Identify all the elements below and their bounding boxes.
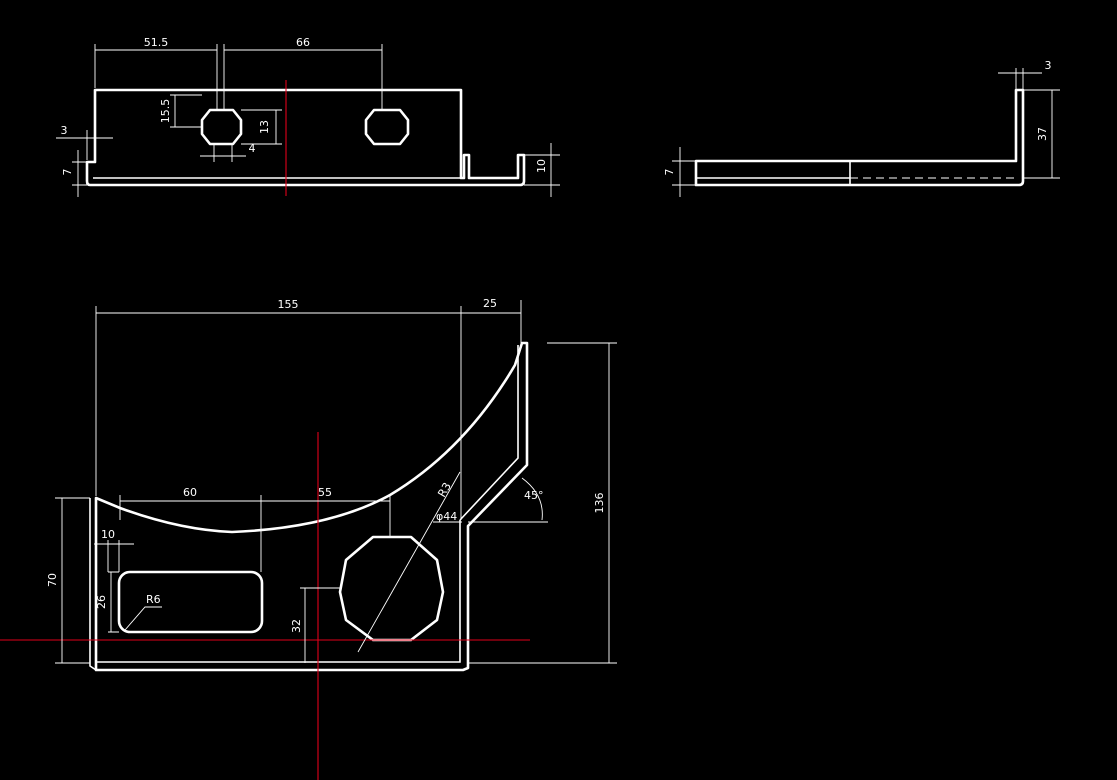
- dim-10-top: 10: [101, 528, 115, 541]
- dim-line-10-front: [524, 143, 560, 197]
- dim-line-37: [1023, 89, 1060, 179]
- dim-26: 26: [95, 595, 108, 609]
- dim-15-5: 15.5: [159, 99, 172, 124]
- top-view-slot: [117, 570, 264, 634]
- dim-line-3-front: [56, 130, 113, 160]
- dim-line-155: [95, 306, 462, 520]
- top-view: 155 25 136 60 55 10 70 26 32 R6 φ44 R3: [0, 297, 617, 780]
- dim-51-5: 51.5: [144, 36, 169, 49]
- front-view-hole-left: [200, 108, 243, 146]
- dim-line-66: [223, 44, 383, 110]
- dim-32: 32: [290, 619, 303, 633]
- dim-line-32: [300, 587, 340, 663]
- dim-10-front: 10: [535, 159, 548, 173]
- top-view-outline: [94, 341, 529, 672]
- dim-60: 60: [183, 486, 197, 499]
- top-view-large-hole: [338, 535, 445, 642]
- dim-line-55: [261, 495, 391, 537]
- dim-line-3-side: [998, 68, 1042, 90]
- top-view-inner-bend-left: [89, 498, 97, 671]
- dim-line-7-front: [72, 150, 87, 197]
- dim-line-51-5: [94, 44, 218, 110]
- dim-45: 45°: [524, 489, 544, 502]
- dim-line-70: [55, 497, 90, 664]
- front-view: 51.5 66 15.5 13 4 3 7 10: [56, 36, 560, 197]
- top-view-inner-bend-bottom: [96, 520, 461, 663]
- dim-line-13: [241, 109, 282, 145]
- dim-line-60: [119, 495, 262, 572]
- dim-line-10-top: [94, 540, 134, 572]
- dim-r6: R6: [146, 593, 161, 606]
- front-view-outline: [85, 88, 526, 187]
- dim-155: 155: [278, 298, 299, 311]
- dim-37: 37: [1036, 127, 1049, 141]
- dim-leader-r6: [124, 606, 162, 631]
- dim-7-side: 7: [663, 169, 676, 176]
- dim-66: 66: [296, 36, 310, 49]
- dim-line-7-side: [672, 147, 696, 197]
- dim-136: 136: [593, 493, 606, 514]
- dim-line-15-5: [170, 94, 202, 128]
- dim-line-4: [200, 144, 246, 162]
- dim-7-front: 7: [61, 169, 74, 176]
- dim-13: 13: [258, 120, 271, 134]
- dim-55: 55: [318, 486, 332, 499]
- top-view-inner-bend-right: [459, 345, 519, 521]
- dim-line-26: [108, 571, 119, 633]
- dim-line-45: [468, 477, 548, 523]
- dim-phi44: φ44: [436, 510, 457, 523]
- dim-line-25: [461, 300, 522, 343]
- dim-r3: R3: [435, 480, 454, 499]
- dim-4: 4: [249, 142, 256, 155]
- dim-70: 70: [46, 573, 59, 587]
- side-view-outline: [694, 88, 1025, 187]
- dim-leader-phi44: [357, 471, 462, 653]
- dim-3-side: 3: [1045, 59, 1052, 72]
- front-view-hole-right: [364, 108, 410, 146]
- dim-line-136: [468, 342, 617, 664]
- side-view: 3 37 7: [663, 59, 1060, 197]
- dim-3-front: 3: [61, 124, 68, 137]
- dim-25: 25: [483, 297, 497, 310]
